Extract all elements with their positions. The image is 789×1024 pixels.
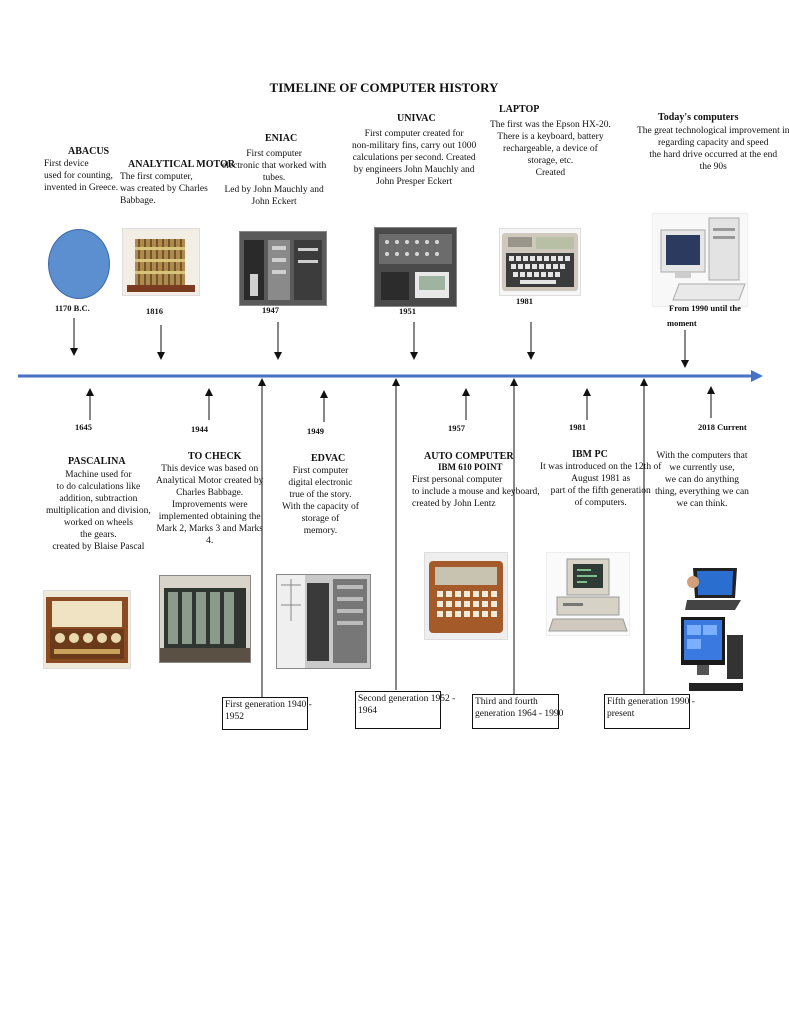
event-eniac-title: ENIAC	[265, 133, 298, 144]
event-univac-title: UNIVAC	[397, 113, 436, 124]
event-today-title: Today's computers	[658, 112, 739, 123]
event-ibm610-desc: First personal computer to include a mou…	[412, 475, 540, 509]
event-today-year: From 1990 until the	[669, 303, 741, 313]
event-ibmpc-title: IBM PC	[572, 449, 608, 460]
analytical-motor-image	[122, 228, 200, 296]
event-analytical-year: 1816	[146, 306, 163, 316]
ibm610-image	[424, 552, 508, 640]
event-abacus-title: ABACUS	[68, 146, 110, 157]
generation-box-3: Third and fourth generation 1964 - 1990	[472, 694, 563, 729]
event-ibmpc-desc: It was introduced on the 12th of August …	[540, 462, 662, 508]
event-tocheck-desc: This device was based on Analytical Moto…	[156, 464, 264, 546]
event-laptop-desc: The first was the Epson HX-20. There is …	[490, 120, 611, 178]
edvac-image	[276, 574, 371, 669]
laptop-image	[499, 228, 581, 296]
event-laptop-year: 1981	[516, 296, 533, 306]
univac-image	[374, 227, 457, 307]
event-tocheck-year: 1944	[191, 424, 208, 434]
event-analytical-title: ANALYTICAL MOTOR	[128, 159, 235, 170]
tocheck-image	[159, 575, 251, 663]
timeline-diagram	[18, 318, 763, 697]
generation-box-4: Fifth generation 1990 - present	[604, 694, 695, 729]
event-eniac-year: 1947	[262, 305, 279, 315]
event-univac-year: 1951	[399, 306, 416, 316]
event-pascalina-title: PASCALINA	[68, 456, 126, 467]
event-univac-desc: First computer created for non-military …	[352, 129, 477, 187]
event-today-year-2: moment	[667, 318, 697, 328]
event-ibm610-title: AUTO COMPUTER	[424, 451, 514, 462]
event-today-desc: The great technological improvement in r…	[637, 126, 789, 172]
event-laptop-title: LAPTOP	[499, 104, 540, 115]
generation-box-1: First generation 1940 - 1952	[222, 697, 312, 730]
event-pascalina-year: 1645	[75, 422, 92, 432]
event-edvac-title: EDVAC	[311, 453, 346, 464]
generation-box-2: Second generation 1952 - 1964	[355, 691, 455, 729]
event-abacus-desc: First device used for counting, invented…	[44, 159, 119, 193]
event-analytical-desc: The first computer, was created by Charl…	[120, 172, 208, 206]
event-edvac-desc: First computer digital electronic true o…	[282, 466, 359, 536]
event-ibm610-title-2: IBM 610 POINT	[438, 462, 503, 472]
event-eniac-desc: First computer electronic that worked wi…	[222, 149, 327, 207]
eniac-image	[239, 231, 327, 306]
event-tocheck-title: TO CHECK	[188, 451, 242, 462]
today-computer-image	[652, 213, 748, 307]
event-edvac-year: 1949	[307, 426, 324, 436]
event-pascalina-desc: Machine used for to do calculations like…	[46, 470, 151, 552]
event-current-desc: With the computers that we currently use…	[655, 451, 749, 509]
ibmpc-image	[546, 552, 630, 636]
event-ibmpc-year: 1981	[569, 422, 586, 432]
current-desktop-image	[679, 615, 747, 695]
abacus-circle	[48, 229, 110, 299]
event-ibm610-year: 1957	[448, 423, 465, 433]
page-title: TIMELINE OF COMPUTER HISTORY	[269, 80, 499, 95]
event-abacus-year: 1170 B.C.	[55, 303, 90, 313]
current-laptop-image	[683, 566, 741, 612]
event-current-year: 2018 Current	[698, 422, 747, 432]
pascalina-image	[43, 590, 131, 669]
